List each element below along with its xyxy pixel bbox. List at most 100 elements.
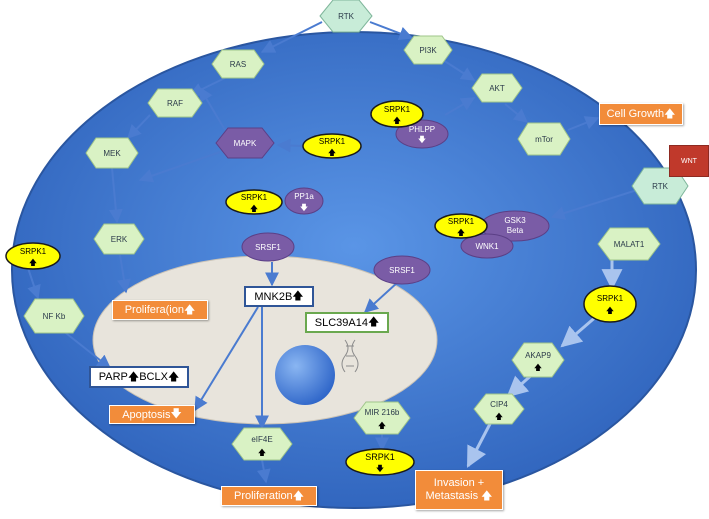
srpk1-pp1a-up-arrow: 🡅 bbox=[250, 204, 258, 213]
node-pp1a-down-arrow: 🡇 bbox=[300, 203, 308, 212]
node-cip4-shape bbox=[473, 393, 525, 425]
mnk2b-box[interactable]: MNK2B🡅 bbox=[244, 286, 314, 307]
node-phlpp[interactable]: PHLPP 🡇 bbox=[395, 119, 449, 149]
srpk1-pp1a[interactable]: SRPK1 🡅 bbox=[225, 189, 283, 215]
node-srsf1-b-shape bbox=[373, 255, 431, 285]
node-eif4e-up-arrow: 🡅 bbox=[258, 448, 266, 457]
node-raf-shape bbox=[147, 88, 203, 118]
srpk1-mir216b-down-arrow: 🡇 bbox=[376, 464, 384, 473]
node-eif4e-label: eIF4E bbox=[251, 435, 272, 444]
node-cip4-label: CIP4 bbox=[490, 400, 508, 409]
bclx-label: BCLX bbox=[139, 371, 168, 383]
outcome-invasion-line2-text: Metastasis bbox=[425, 490, 479, 502]
node-srsf1-a[interactable]: SRSF1 bbox=[241, 232, 295, 262]
outcome-invasion-metastasis[interactable]: Invasion + Metastasis 🡅 bbox=[415, 470, 503, 510]
node-raf[interactable]: RAF bbox=[147, 88, 203, 118]
node-mtor[interactable]: mTor bbox=[517, 122, 571, 156]
srpk1-malat1[interactable]: SRPK1 🡅 bbox=[583, 285, 637, 323]
outcome-proliferation-bottom[interactable]: Proliferation🡅 bbox=[221, 486, 317, 506]
node-srsf1-b[interactable]: SRSF1 bbox=[373, 255, 431, 285]
srpk1-mir216b[interactable]: SRPK1 🡇 bbox=[345, 448, 415, 476]
srpk1-nfkb[interactable]: SRPK1 🡅 bbox=[5, 242, 61, 270]
node-malat1[interactable]: MALAT1 bbox=[597, 227, 661, 261]
node-srsf1-b-label: SRSF1 bbox=[389, 266, 415, 275]
srpk1-malat1-shape bbox=[583, 285, 637, 323]
node-akt[interactable]: AKT bbox=[471, 73, 523, 103]
outcome-proliferation-mid[interactable]: Prolifera(ion🡅 bbox=[112, 300, 208, 320]
srpk1-mapk[interactable]: SRPK1 🡅 bbox=[302, 133, 362, 159]
outcome-cell-growth[interactable]: Cell Growth🡅 bbox=[599, 103, 683, 125]
srpk1-gsk3[interactable]: SRPK1 🡅 bbox=[434, 213, 488, 239]
srpk1-gsk3-label: SRPK1 bbox=[448, 217, 475, 226]
node-raf-label: RAF bbox=[167, 99, 183, 108]
node-mir216b-shape bbox=[353, 401, 411, 435]
node-nfkb-label: NF Kb bbox=[43, 312, 66, 321]
node-mtor-label: mTor bbox=[535, 135, 553, 144]
outcome-apoptosis[interactable]: Apoptosis🡇 bbox=[109, 405, 195, 424]
nucleolus bbox=[275, 345, 335, 405]
node-pp1a-shape bbox=[284, 187, 324, 215]
parp-bclx-box[interactable]: PARP🡅BCLX🡅 bbox=[89, 366, 189, 388]
node-cip4[interactable]: CIP4 🡅 bbox=[473, 393, 525, 425]
node-akt-label: AKT bbox=[489, 84, 505, 93]
node-phlpp-label: PHLPP bbox=[409, 125, 435, 134]
node-pp1a[interactable]: PP1a 🡇 bbox=[284, 187, 324, 215]
arrow-mnk2b-apoptosis bbox=[194, 306, 259, 412]
node-pi3k[interactable]: PI3K bbox=[403, 35, 453, 65]
node-pi3k-label: PI3K bbox=[419, 46, 437, 55]
up-arrow-icon: 🡅 bbox=[292, 489, 304, 502]
outcome-proliferation-bottom-label: Proliferation bbox=[233, 490, 293, 502]
node-mapk[interactable]: MAPK bbox=[215, 127, 275, 159]
up-arrow-icon: 🡅 bbox=[367, 316, 380, 328]
slc39a14-box[interactable]: SLC39A14🡅 bbox=[305, 312, 389, 333]
node-rtk-right[interactable]: RTK bbox=[631, 167, 689, 205]
up-arrow-icon: 🡅 bbox=[664, 107, 676, 120]
srpk1-phlpp[interactable]: SRPK1 🡅 bbox=[370, 100, 424, 128]
arrow-ras-raf bbox=[188, 77, 226, 96]
srpk1-nfkb-up-arrow: 🡅 bbox=[29, 258, 37, 267]
node-mir216b[interactable]: MIR 216b 🡅 bbox=[353, 401, 411, 435]
srpk1-phlpp-shape bbox=[370, 100, 424, 128]
arrow-srpk1-mapk bbox=[276, 138, 303, 153]
node-malat1-label: MALAT1 bbox=[614, 240, 645, 249]
node-srsf1-a-shape bbox=[241, 232, 295, 262]
node-akt-shape bbox=[471, 73, 523, 103]
arrow-eif4e-prolif bbox=[256, 459, 271, 484]
node-ras[interactable]: RAS bbox=[211, 49, 265, 79]
srpk1-mapk-up-arrow: 🡅 bbox=[328, 148, 336, 157]
node-gsk3-label-2: Beta bbox=[507, 226, 524, 235]
node-rtk-top-label: RTK bbox=[338, 12, 355, 21]
node-eif4e[interactable]: eIF4E 🡅 bbox=[231, 427, 293, 461]
node-akap9-label: AKAP9 bbox=[525, 351, 551, 360]
node-nfkb[interactable]: NF Kb bbox=[23, 298, 85, 334]
srpk1-malat1-label: SRPK1 bbox=[597, 294, 624, 303]
node-mek[interactable]: MEK bbox=[85, 137, 139, 169]
node-pp1a-label: PP1a bbox=[294, 192, 314, 201]
mnk2b-label: MNK2B bbox=[254, 290, 293, 303]
arrow-mtor-cellgrowth bbox=[567, 116, 600, 131]
node-akap9[interactable]: AKAP9 🡅 bbox=[511, 342, 565, 378]
up-arrow-icon: 🡅 bbox=[481, 490, 493, 502]
node-mek-label: MEK bbox=[103, 149, 121, 158]
node-mapk-label: MAPK bbox=[234, 139, 257, 148]
wnt-box[interactable]: WNT bbox=[669, 145, 709, 177]
up-arrow-icon: 🡅 bbox=[167, 370, 180, 383]
srpk1-nfkb-label: SRPK1 bbox=[20, 247, 47, 256]
node-wnk1[interactable]: WNK1 bbox=[460, 233, 514, 259]
srpk1-malat1-up-arrow: 🡅 bbox=[606, 306, 614, 315]
srpk1-mapk-label: SRPK1 bbox=[319, 137, 346, 146]
arrow-phlpp-akt bbox=[444, 97, 476, 116]
node-erk[interactable]: ERK bbox=[93, 223, 145, 255]
srpk1-gsk3-up-arrow: 🡅 bbox=[457, 228, 465, 237]
parp-label: PARP bbox=[98, 371, 128, 383]
arrow-rtk-pi3k bbox=[369, 21, 414, 41]
outcome-cell-growth-label: Cell Growth bbox=[606, 108, 665, 120]
arrow-srpk1-nfkb bbox=[27, 267, 41, 300]
up-arrow-icon: 🡅 bbox=[184, 303, 196, 316]
arrow-srsf1b-slc bbox=[363, 281, 399, 313]
node-rtk-top[interactable]: RTK bbox=[319, 0, 373, 33]
down-arrow-icon: 🡇 bbox=[170, 408, 182, 420]
node-malat1-shape bbox=[597, 227, 661, 261]
up-arrow-icon: 🡅 bbox=[292, 290, 304, 302]
srpk1-pp1a-shape bbox=[225, 189, 283, 215]
